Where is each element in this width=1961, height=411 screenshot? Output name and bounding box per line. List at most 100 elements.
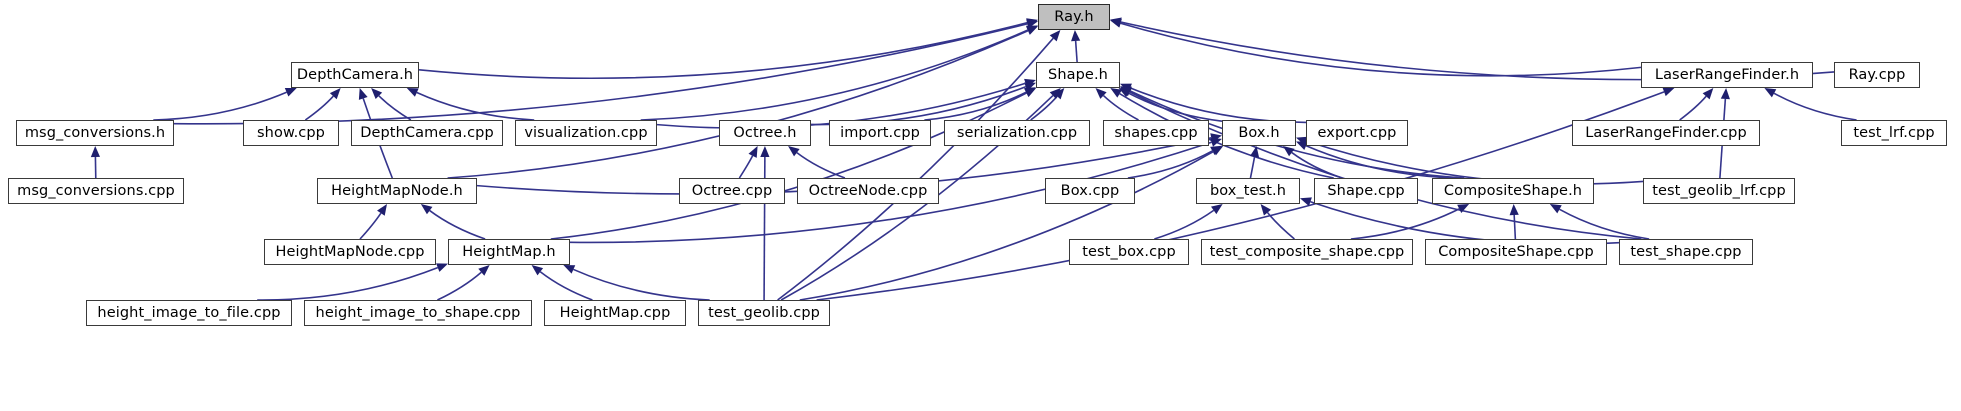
- graph-node-octree-cpp[interactable]: Octree.cpp: [679, 178, 785, 204]
- graph-edge-depthcamera-h-to-ray-h: [418, 21, 1028, 80]
- edge-arrowhead: [1120, 87, 1132, 97]
- edge-arrowhead: [1053, 88, 1065, 100]
- graph-edge-octreenode-cpp-to-octree-h: [796, 152, 846, 179]
- graph-node-octree-h[interactable]: Octree.h: [719, 120, 811, 146]
- edge-arrowhead: [1026, 25, 1038, 35]
- edge-arrowhead: [788, 146, 800, 157]
- graph-node-show-cpp[interactable]: show.cpp: [243, 120, 339, 146]
- edge-arrowhead: [90, 146, 101, 158]
- graph-node-ray-h[interactable]: Ray.h: [1038, 4, 1110, 30]
- graph-node-test-box-cpp[interactable]: test_box.cpp: [1069, 239, 1189, 265]
- edge-arrowhead: [1457, 204, 1470, 214]
- graph-node-test-lrf-cpp[interactable]: test_lrf.cpp: [1841, 120, 1947, 146]
- graph-node-label: Shape.cpp: [1327, 182, 1405, 199]
- graph-edge-visualization-cpp-to-depthcamera-h: [416, 91, 535, 121]
- edge-arrowhead: [760, 146, 770, 158]
- graph-edge-serialization-cpp-to-shape-h: [1030, 95, 1058, 121]
- graph-node-label: show.cpp: [257, 124, 325, 141]
- graph-node-test-geolib-lrf-cpp[interactable]: test_geolib_lrf.cpp: [1643, 178, 1795, 204]
- graph-node-laserrangefinder-h[interactable]: LaserRangeFinder.h: [1641, 62, 1813, 88]
- edge-arrowhead: [1024, 78, 1036, 88]
- graph-node-label: HeightMap.h: [462, 243, 556, 260]
- graph-node-label: height_image_to_file.cpp: [97, 304, 281, 321]
- graph-node-label: test_lrf.cpp: [1853, 124, 1935, 141]
- graph-node-box-h[interactable]: Box.h: [1222, 120, 1296, 146]
- edge-arrowhead: [531, 265, 544, 276]
- graph-node-shapes-cpp[interactable]: shapes.cpp: [1103, 120, 1209, 146]
- graph-edge-box-h-to-shape-h: [1127, 92, 1223, 122]
- edge-arrowhead: [1110, 17, 1122, 27]
- graph-node-label: test_composite_shape.cpp: [1209, 243, 1405, 260]
- edge-arrowhead: [1260, 204, 1272, 216]
- graph-edge-shape-h-to-ray-h: [1074, 40, 1078, 63]
- graph-node-test-shape-cpp[interactable]: test_shape.cpp: [1619, 239, 1753, 265]
- edge-arrowhead: [406, 88, 419, 97]
- edge-arrowhead: [1300, 197, 1312, 207]
- graph-node-label: Octree.h: [733, 124, 797, 141]
- graph-edge-test-composite-shape-cpp-to-box-test-h: [1266, 212, 1295, 240]
- graph-node-compositeshape-h[interactable]: CompositeShape.h: [1432, 178, 1594, 204]
- graph-node-heightmap-cpp[interactable]: HeightMap.cpp: [544, 300, 686, 326]
- graph-node-heightmapnode-h[interactable]: HeightMapNode.h: [317, 178, 477, 204]
- graph-node-msg-conversions-cpp[interactable]: msg_conversions.cpp: [8, 178, 184, 204]
- graph-edge-test-geolib-cpp-to-ray-h: [777, 37, 1054, 301]
- graph-node-depthcamera-h[interactable]: DepthCamera.h: [291, 62, 419, 88]
- graph-node-label: HeightMap.cpp: [559, 304, 671, 321]
- graph-node-label: msg_conversions.cpp: [17, 182, 175, 199]
- graph-node-label: import.cpp: [840, 124, 920, 141]
- graph-node-label: test_shape.cpp: [1630, 243, 1742, 260]
- graph-node-test-geolib-cpp[interactable]: test_geolib.cpp: [698, 300, 830, 326]
- graph-edge-heightmap-h-to-heightmapnode-h: [429, 209, 486, 240]
- edge-arrowhead: [371, 88, 383, 100]
- graph-node-msg-conversions-h[interactable]: msg_conversions.h: [16, 120, 174, 146]
- graph-node-laserrangefinder-cpp[interactable]: LaserRangeFinder.cpp: [1572, 120, 1760, 146]
- graph-edge-show-cpp-to-depthcamera-h: [304, 95, 334, 121]
- graph-node-label: test_box.cpp: [1082, 243, 1176, 260]
- edge-arrowhead: [1250, 146, 1260, 158]
- graph-edge-heightmapnode-h-to-ray-h: [447, 29, 1029, 179]
- graph-node-label: export.cpp: [1317, 124, 1397, 141]
- graph-node-shape-cpp[interactable]: Shape.cpp: [1314, 178, 1418, 204]
- edge-arrowhead: [748, 146, 758, 158]
- graph-node-box-cpp[interactable]: Box.cpp: [1045, 178, 1135, 204]
- graph-edge-depthcamera-cpp-to-depthcamera-h: [378, 95, 412, 121]
- graph-node-label: DepthCamera.cpp: [360, 124, 494, 141]
- graph-edge-msg-conversions-h-to-depthcamera-h: [153, 91, 287, 121]
- graph-node-height-image-to-shape-cpp[interactable]: height_image_to_shape.cpp: [304, 300, 532, 326]
- graph-node-box-test-h[interactable]: box_test.h: [1196, 178, 1300, 204]
- graph-node-label: shapes.cpp: [1114, 124, 1198, 141]
- edge-arrowhead: [1210, 133, 1222, 143]
- graph-node-compositeshape-cpp[interactable]: CompositeShape.cpp: [1425, 239, 1607, 265]
- graph-node-label: height_image_to_shape.cpp: [315, 304, 521, 321]
- graph-edge-test-shape-cpp-to-shape-h: [1129, 91, 1642, 240]
- graph-edge-octree-cpp-to-octree-h: [738, 155, 754, 179]
- graph-node-label: test_geolib_lrf.cpp: [1652, 182, 1786, 199]
- graph-edge-box-test-h-to-box-h: [1249, 156, 1256, 179]
- graph-node-test-composite-shape-cpp[interactable]: test_composite_shape.cpp: [1201, 239, 1413, 265]
- edge-arrowhead: [1549, 204, 1562, 214]
- graph-node-visualization-cpp[interactable]: visualization.cpp: [515, 120, 657, 146]
- edge-arrowhead: [1049, 30, 1061, 42]
- edge-arrowhead: [1282, 146, 1295, 157]
- graph-node-depthcamera-cpp[interactable]: DepthCamera.cpp: [351, 120, 503, 146]
- graph-node-shape-h[interactable]: Shape.h: [1036, 62, 1120, 88]
- graph-node-heightmapnode-cpp[interactable]: HeightMapNode.cpp: [264, 239, 436, 265]
- graph-node-label: HeightMapNode.cpp: [275, 243, 425, 260]
- edge-arrowhead: [1095, 88, 1107, 99]
- graph-node-ray-cpp[interactable]: Ray.cpp: [1834, 62, 1920, 88]
- edge-arrowhead: [478, 265, 490, 276]
- graph-node-label: LaserRangeFinder.h: [1654, 66, 1800, 83]
- edge-arrowhead: [1049, 88, 1061, 99]
- graph-node-serialization-cpp[interactable]: serialization.cpp: [944, 120, 1090, 146]
- graph-node-heightmap-h[interactable]: HeightMap.h: [448, 239, 570, 265]
- graph-edge-box-cpp-to-box-h: [1127, 150, 1213, 179]
- graph-node-height-image-to-file-cpp[interactable]: height_image_to_file.cpp: [86, 300, 292, 326]
- edge-arrowhead: [1211, 204, 1223, 215]
- graph-node-octreenode-cpp[interactable]: OctreeNode.cpp: [797, 178, 939, 204]
- graph-node-export-cpp[interactable]: export.cpp: [1306, 120, 1408, 146]
- graph-node-label: OctreeNode.cpp: [808, 182, 928, 199]
- edge-arrowhead: [1720, 88, 1730, 100]
- graph-node-import-cpp[interactable]: import.cpp: [829, 120, 931, 146]
- graph-node-label: Box.h: [1238, 124, 1280, 141]
- graph-edge-compositeshape-cpp-to-compositeshape-h: [1513, 214, 1517, 240]
